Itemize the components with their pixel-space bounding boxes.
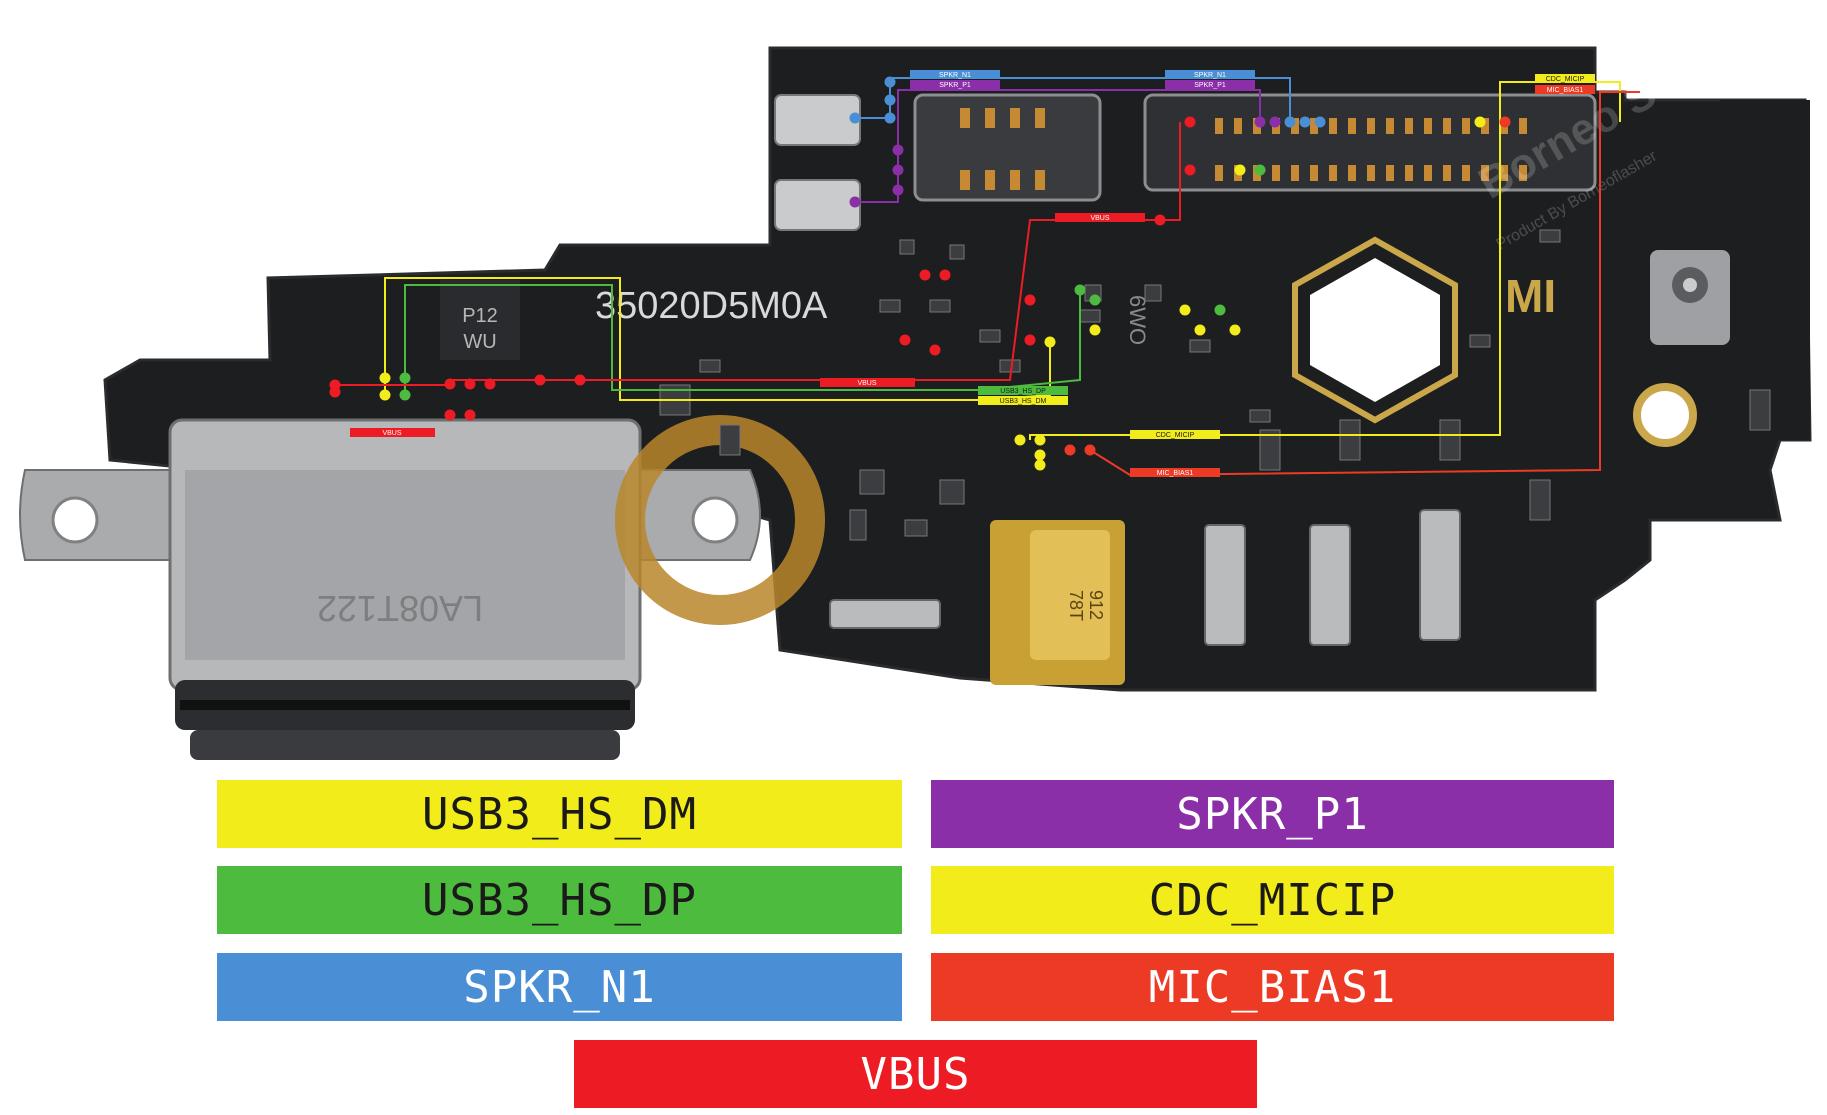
test-point	[1214, 304, 1226, 316]
svg-text:78T: 78T	[1066, 590, 1086, 621]
test-point	[884, 76, 896, 88]
test-point	[329, 386, 341, 398]
microphone: 912 78T	[990, 520, 1125, 685]
test-point	[1034, 434, 1046, 446]
test-point	[399, 389, 411, 401]
test-point	[1034, 449, 1046, 461]
test-point	[1474, 116, 1486, 128]
tag-usb3-hs-dm: USB3_HS_DM	[1000, 398, 1047, 405]
test-point	[892, 144, 904, 156]
test-point	[1194, 324, 1206, 336]
trace-usb3-hs-dp	[404, 284, 1081, 395]
tag-spkr-n1-1: SPKR_N1	[939, 72, 971, 79]
trace-cdc-micip	[1029, 81, 1621, 440]
btb-connector-small	[913, 93, 1102, 202]
test-point	[1034, 459, 1046, 471]
legend-usb3-hs-dm: USB3_HS_DM	[217, 780, 902, 848]
test-point	[444, 378, 456, 390]
test-point	[1074, 284, 1086, 296]
test-point	[464, 409, 476, 421]
test-point	[484, 378, 496, 390]
test-point	[399, 372, 411, 384]
test-point	[892, 184, 904, 196]
test-point	[1184, 116, 1196, 128]
test-point	[1269, 116, 1281, 128]
tag-mic-bias1-2: MIC_BIAS1	[1157, 470, 1194, 477]
speaker-contacts	[774, 94, 861, 231]
pcb-board-photo: LA08T122 P12 WU 35020D5M0A 6WO MI	[19, 46, 1812, 760]
test-point	[929, 344, 941, 356]
test-point	[1179, 304, 1191, 316]
tag-vbus-1: VBUS	[382, 430, 401, 437]
mi-logo: MI	[1505, 270, 1556, 322]
legend-mic-bias1: MIC_BIAS1	[931, 953, 1614, 1021]
tag-cdc-micip-2: CDC_MICIP	[1156, 432, 1195, 439]
test-point	[1284, 116, 1296, 128]
test-point	[884, 94, 896, 106]
test-point	[379, 389, 391, 401]
test-point	[534, 374, 546, 386]
tag-spkr-p1-1: SPKR_P1	[939, 82, 971, 89]
test-point	[939, 269, 951, 281]
connector-marking: LA08T122	[317, 588, 483, 629]
test-point	[1014, 434, 1026, 446]
legend-spkr-n1: SPKR_N1	[217, 953, 902, 1021]
antenna-connector	[1650, 250, 1730, 345]
test-point	[1499, 116, 1511, 128]
test-point	[849, 112, 861, 124]
test-point	[1234, 164, 1246, 176]
tag-cdc-micip-1: CDC_MICIP	[1546, 76, 1585, 83]
test-point	[919, 269, 931, 281]
svg-text:912: 912	[1086, 590, 1106, 620]
part-number: 35020D5M0A	[595, 285, 828, 327]
test-point	[884, 112, 896, 124]
tag-mic-bias1-1: MIC_BIAS1	[1547, 87, 1584, 94]
test-point	[574, 374, 586, 386]
ic-p12	[440, 280, 520, 360]
mount-hole	[1633, 383, 1697, 447]
usb-c-connector: LA08T122	[19, 418, 761, 760]
tag-vbus-3: VBUS	[1090, 215, 1109, 222]
trace-spkr-p1	[855, 89, 1261, 203]
ic-label-2: 6WO	[1125, 295, 1150, 345]
test-point	[1024, 294, 1036, 306]
ic-label-line2: WU	[463, 331, 496, 353]
legend-vbus: VBUS	[574, 1040, 1257, 1108]
test-point	[1254, 116, 1266, 128]
test-point	[1089, 294, 1101, 306]
spring-contacts	[829, 509, 1461, 646]
test-point	[464, 378, 476, 390]
legend-cdc-micip: CDC_MICIP	[931, 866, 1614, 934]
legend-usb3-hs-dp: USB3_HS_DP	[217, 866, 902, 934]
ic-label-line1: P12	[462, 305, 498, 327]
test-point	[849, 196, 861, 208]
test-point	[1084, 444, 1096, 456]
tag-usb3-hs-dp: USB3_HS_DP	[1000, 388, 1046, 395]
tag-spkr-n1-2: SPKR_N1	[1194, 72, 1226, 79]
test-point	[1314, 116, 1326, 128]
test-point	[444, 409, 456, 421]
test-point	[1184, 164, 1196, 176]
test-point	[1299, 116, 1311, 128]
test-point	[1154, 214, 1166, 226]
test-point	[1064, 444, 1076, 456]
tag-vbus-2: VBUS	[857, 380, 876, 387]
tag-spkr-p1-2: SPKR_P1	[1194, 82, 1226, 89]
trace-mic-bias1	[1089, 91, 1640, 477]
test-point	[1254, 164, 1266, 176]
test-point	[892, 164, 904, 176]
legend-spkr-p1: SPKR_P1	[931, 780, 1614, 848]
hex-standoff	[1292, 236, 1458, 424]
test-point	[1044, 336, 1056, 348]
test-point	[379, 372, 391, 384]
test-point	[1229, 324, 1241, 336]
test-point	[899, 334, 911, 346]
test-point	[1024, 334, 1036, 346]
test-point	[1089, 324, 1101, 336]
